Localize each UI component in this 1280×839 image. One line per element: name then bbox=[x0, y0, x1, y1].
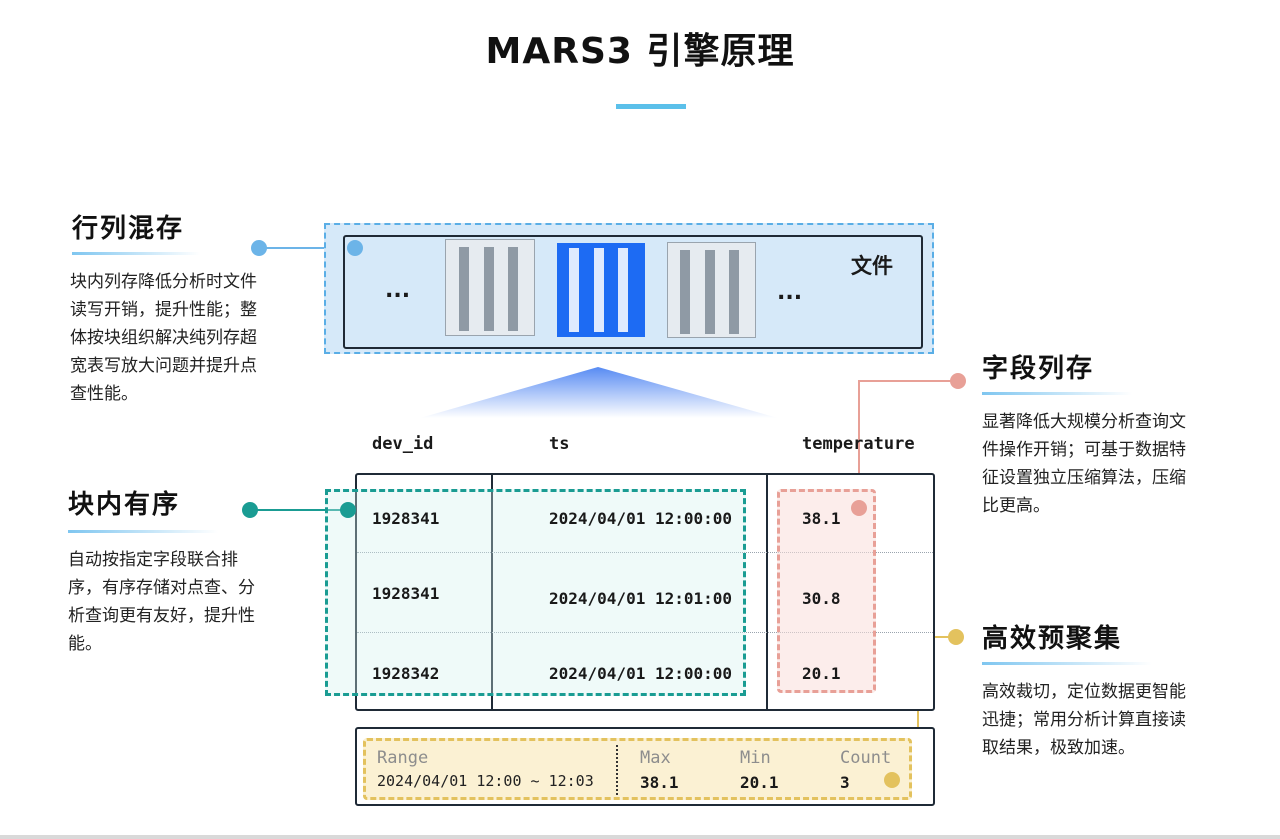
header-dev-id: dev_id bbox=[372, 434, 434, 454]
preagg-description: 高效裁切，定位数据更智能 迅捷；常用分析计算直接读 取结果，极致加速。 bbox=[982, 678, 1242, 762]
sorted-underline bbox=[68, 530, 218, 533]
hybrid-line: 查性能。 bbox=[70, 384, 138, 404]
aggregate-highlight bbox=[363, 738, 912, 800]
hybrid-line: 体按块组织解决纯列存超 bbox=[70, 328, 257, 348]
column-line: 件操作开销；可基于数据特 bbox=[982, 440, 1186, 460]
sorted-highlight bbox=[325, 489, 746, 696]
expand-funnel bbox=[420, 367, 778, 418]
sorted-heading: 块内有序 bbox=[68, 490, 181, 520]
table-cell: 38.1 bbox=[802, 509, 841, 528]
sorted-description: 自动按指定字段联合排 序，有序存储对点查、分 析查询更有友好，提升性 能。 bbox=[68, 546, 308, 658]
hybrid-description: 块内列存降低分析时文件 读写开销，提升性能；整 体按块组织解决纯列存超 宽表写放… bbox=[70, 268, 310, 408]
min-value: 20.1 bbox=[740, 773, 779, 792]
column-block-active bbox=[557, 243, 645, 337]
title-underline bbox=[616, 104, 686, 109]
file-ellipsis-left: ... bbox=[385, 278, 411, 303]
table-cell: 2024/04/01 12:01:00 bbox=[549, 589, 733, 608]
table-cell: 30.8 bbox=[802, 589, 841, 608]
range-label: Range bbox=[377, 748, 429, 768]
column-connector bbox=[858, 380, 958, 508]
hybrid-dot bbox=[251, 240, 267, 256]
column-underline bbox=[982, 392, 1132, 395]
sorted-line: 析查询更有友好，提升性 bbox=[68, 606, 255, 626]
preagg-line: 迅捷；常用分析计算直接读 bbox=[982, 710, 1186, 730]
header-ts: ts bbox=[549, 434, 570, 454]
table-cell: 1928341 bbox=[372, 509, 440, 528]
hybrid-heading: 行列混存 bbox=[72, 214, 185, 244]
aggregate-divider bbox=[616, 745, 618, 795]
preagg-underline bbox=[982, 662, 1152, 665]
sorted-line: 能。 bbox=[68, 634, 102, 654]
column-line: 显著降低大规模分析查询文 bbox=[982, 412, 1186, 432]
column-heading: 字段列存 bbox=[982, 354, 1095, 384]
hybrid-dot bbox=[347, 240, 363, 256]
hybrid-line: 块内列存降低分析时文件 bbox=[70, 272, 257, 292]
table-cell: 1928341 bbox=[372, 584, 440, 603]
column-description: 显著降低大规模分析查询文 件操作开销；可基于数据特 征设置独立压缩算法，压缩 比… bbox=[982, 408, 1242, 520]
sorted-dot bbox=[242, 502, 258, 518]
preagg-dot bbox=[948, 629, 964, 645]
sorted-line: 序，有序存储对点查、分 bbox=[68, 578, 255, 598]
column-highlight bbox=[777, 489, 876, 693]
header-temperature: temperature bbox=[802, 434, 915, 454]
max-value: 38.1 bbox=[640, 773, 679, 792]
page-title: MARS3 引擎原理 bbox=[485, 31, 795, 72]
hybrid-underline bbox=[72, 252, 200, 255]
column-block-grey bbox=[445, 239, 535, 336]
preagg-line: 取结果，极致加速。 bbox=[982, 738, 1135, 758]
hybrid-line: 读写开销，提升性能；整 bbox=[70, 300, 257, 320]
bottom-rule bbox=[0, 835, 1280, 839]
file-label: 文件 bbox=[851, 254, 893, 278]
preagg-dot bbox=[884, 772, 900, 788]
preagg-heading: 高效预聚集 bbox=[982, 624, 1123, 654]
sorted-dot bbox=[340, 502, 356, 518]
column-line: 征设置独立压缩算法，压缩 bbox=[982, 468, 1186, 488]
max-label: Max bbox=[640, 748, 671, 768]
count-value: 3 bbox=[840, 773, 850, 792]
preagg-line: 高效裁切，定位数据更智能 bbox=[982, 682, 1186, 702]
min-label: Min bbox=[740, 748, 771, 768]
hybrid-line: 宽表写放大问题并提升点 bbox=[70, 356, 257, 376]
count-label: Count bbox=[840, 748, 892, 768]
table-cell: 2024/04/01 12:00:00 bbox=[549, 509, 733, 528]
column-dot bbox=[950, 373, 966, 389]
column-line: 比更高。 bbox=[982, 496, 1050, 516]
table-cell: 1928342 bbox=[372, 664, 440, 683]
column-dot bbox=[851, 500, 867, 516]
file-ellipsis-right: ... bbox=[777, 280, 803, 305]
column-block-grey bbox=[667, 242, 756, 338]
table-cell: 2024/04/01 12:00:00 bbox=[549, 664, 733, 683]
table-cell: 20.1 bbox=[802, 664, 841, 683]
range-value: 2024/04/01 12:00 ~ 12:03 bbox=[377, 772, 594, 790]
sorted-line: 自动按指定字段联合排 bbox=[68, 550, 238, 570]
